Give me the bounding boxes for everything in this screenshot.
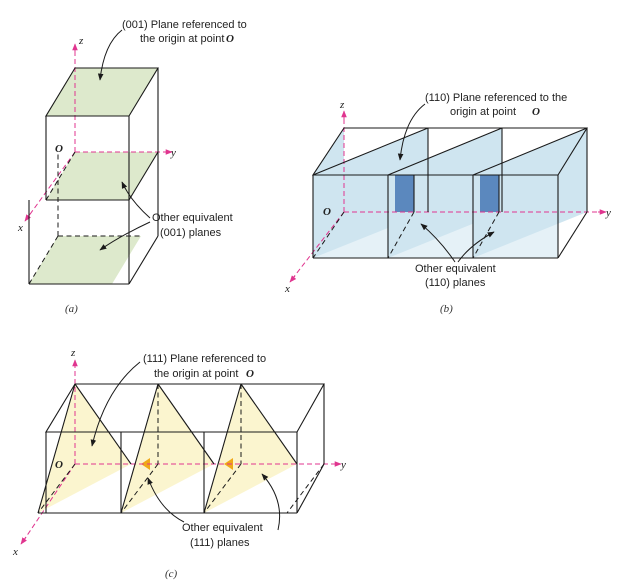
x-axis-label: x: [284, 283, 290, 295]
x-axis: [27, 151, 76, 218]
z-axis-label: z: [339, 99, 345, 111]
callout-line-2: the origin at point: [140, 33, 224, 45]
plane-110-dark-1: [395, 175, 414, 212]
x-axis: [292, 211, 345, 279]
callout-arrow: [97, 29, 123, 81]
other-planes-line-2: (111) planes: [190, 537, 250, 549]
other-arrow-2: [99, 221, 151, 251]
panel-a: z y x O (001) Plane referenced to the or…: [17, 19, 247, 315]
plane-110-dark-2: [480, 175, 499, 212]
callout-line-1: (111) Plane referenced to: [143, 353, 266, 365]
other-arrow-1: [420, 223, 456, 263]
plane-001-top: [46, 68, 158, 116]
plane-001-middle: [46, 152, 158, 200]
plane-111-dark-1: [141, 458, 150, 470]
x-axis-label: x: [12, 546, 18, 558]
origin-label: O: [323, 206, 331, 218]
y-axis-label: y: [605, 207, 611, 219]
plane-001-bottom: [29, 236, 141, 284]
z-axis-label: z: [70, 347, 76, 359]
plane-111-origin: [38, 384, 131, 513]
other-planes-line-2: (001) planes: [160, 227, 222, 239]
panel-b: z y x O (110) Plane referenced to the or…: [284, 92, 611, 315]
callout-origin-letter: O: [246, 368, 254, 380]
other-planes-line-1: Other equivalent: [415, 263, 496, 275]
other-arrow-2: [261, 473, 281, 531]
caption-c: (c): [165, 568, 178, 580]
plane-111-2: [204, 384, 297, 513]
callout-line-2: the origin at point: [154, 368, 238, 380]
x-axis-label: x: [17, 222, 23, 234]
plane-111-1: [121, 384, 214, 513]
caption-b: (b): [440, 303, 453, 315]
origin-label: O: [55, 459, 63, 471]
callout-arrow: [397, 103, 426, 161]
callout-arrow: [90, 361, 141, 447]
callout-origin-letter: O: [532, 106, 540, 118]
panel-c: z y x O (111) Plane referenced to the or…: [12, 347, 346, 580]
y-axis-label: y: [340, 459, 346, 471]
caption-a: (a): [65, 303, 78, 315]
y-axis-label: y: [170, 147, 176, 159]
other-arrow-2: [457, 231, 495, 263]
other-planes-line-1: Other equivalent: [182, 522, 263, 534]
other-arrow-1: [121, 181, 151, 219]
other-arrow-1: [147, 477, 185, 523]
callout-origin-letter: O: [226, 33, 234, 45]
callout-line-2: origin at point: [450, 106, 516, 118]
x-axis: [23, 463, 76, 541]
callout-line-1: (110) Plane referenced to the: [425, 92, 567, 104]
other-planes-line-2: (110) planes: [425, 277, 486, 289]
other-planes-line-1: Other equivalent: [152, 212, 233, 224]
plane-110-front-face: [313, 175, 558, 258]
origin-label: O: [55, 143, 63, 155]
z-axis-label: z: [78, 35, 84, 47]
callout-line-1: (001) Plane referenced to: [122, 19, 247, 31]
